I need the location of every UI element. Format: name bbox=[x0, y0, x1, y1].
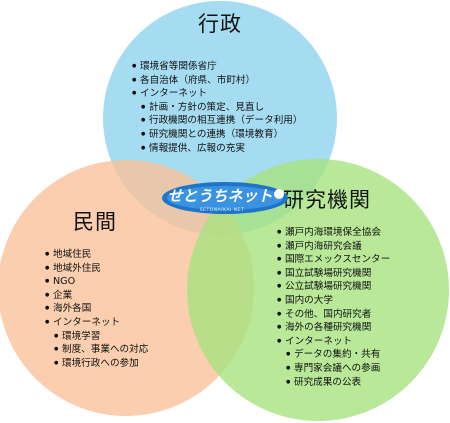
civilian-list: 地域住民地域外住民NGO企業海外各国インターネット環境学習制度、事業への対応環境… bbox=[45, 248, 148, 371]
civilian-list-item: 企業 bbox=[45, 289, 148, 303]
logo-sub-text: SETONAIKAI NET bbox=[200, 207, 244, 213]
civilian-title: 民間 bbox=[73, 210, 117, 234]
civilian-list-item: 環境学習 bbox=[54, 330, 148, 344]
research-list-item: 瀬戸内海環境保全協会 bbox=[277, 226, 390, 240]
civilian-list-item: 海外各国 bbox=[45, 302, 148, 316]
civilian-list-item: 環境行政への参加 bbox=[54, 357, 148, 371]
research-list: 瀬戸内海環境保全協会瀬戸内海研究会議国際エメックスセンター国立試験場研究機関公立… bbox=[277, 226, 390, 390]
civilian-list-item: 地域外住民 bbox=[45, 262, 148, 276]
government-list-item: 行政機関の相互連携（データ利用） bbox=[141, 114, 302, 128]
research-list-item: 瀬戸内海研究会議 bbox=[277, 240, 390, 254]
research-list-item: 国立試験場研究機関 bbox=[277, 267, 390, 281]
research-title: 研究機関 bbox=[283, 188, 371, 212]
government-list-item: 情報提供、広報の充実 bbox=[141, 142, 303, 156]
research-list-item: 海外の各種研究機関 bbox=[277, 321, 390, 335]
civilian-list-item: 制度、事業への対応 bbox=[54, 343, 148, 357]
research-list-item: 公立試験場研究機関 bbox=[277, 280, 390, 294]
research-list-item: 国内の大学 bbox=[277, 294, 390, 308]
government-list-item: 研究機関との連携（環境教育） bbox=[141, 128, 303, 142]
logo-drop-icon bbox=[274, 189, 284, 199]
government-list-item: 計画・方針の策定、見直し bbox=[141, 101, 303, 115]
research-list-item: 国際エメックスセンター bbox=[277, 253, 390, 267]
research-list-item: インターネット bbox=[277, 335, 390, 349]
civilian-list-item: 地域住民 bbox=[45, 248, 148, 262]
setouchi-net-logo: せとうちネット SETONAIKAI NET bbox=[162, 182, 288, 214]
government-list-item: 各自治体（府県、市町村） bbox=[132, 74, 303, 88]
government-list-item: 環境省等関係省庁 bbox=[132, 60, 303, 74]
research-list-item: 研究成果の公表 bbox=[286, 376, 390, 390]
government-title: 行政 bbox=[198, 12, 242, 36]
research-list-item: その他、国内研究者 bbox=[277, 308, 390, 322]
civilian-list-item: NGO bbox=[45, 275, 148, 289]
government-list-item: インターネット bbox=[132, 87, 303, 101]
research-list-item: データの集約・共有 bbox=[286, 348, 390, 362]
civilian-list-item: インターネット bbox=[45, 316, 148, 330]
research-list-item: 専門家会議への参画 bbox=[286, 362, 390, 376]
logo-main-text: せとうちネット bbox=[167, 187, 272, 205]
government-list: 環境省等関係省庁各自治体（府県、市町村）インターネット計画・方針の策定、見直し行… bbox=[132, 60, 303, 156]
